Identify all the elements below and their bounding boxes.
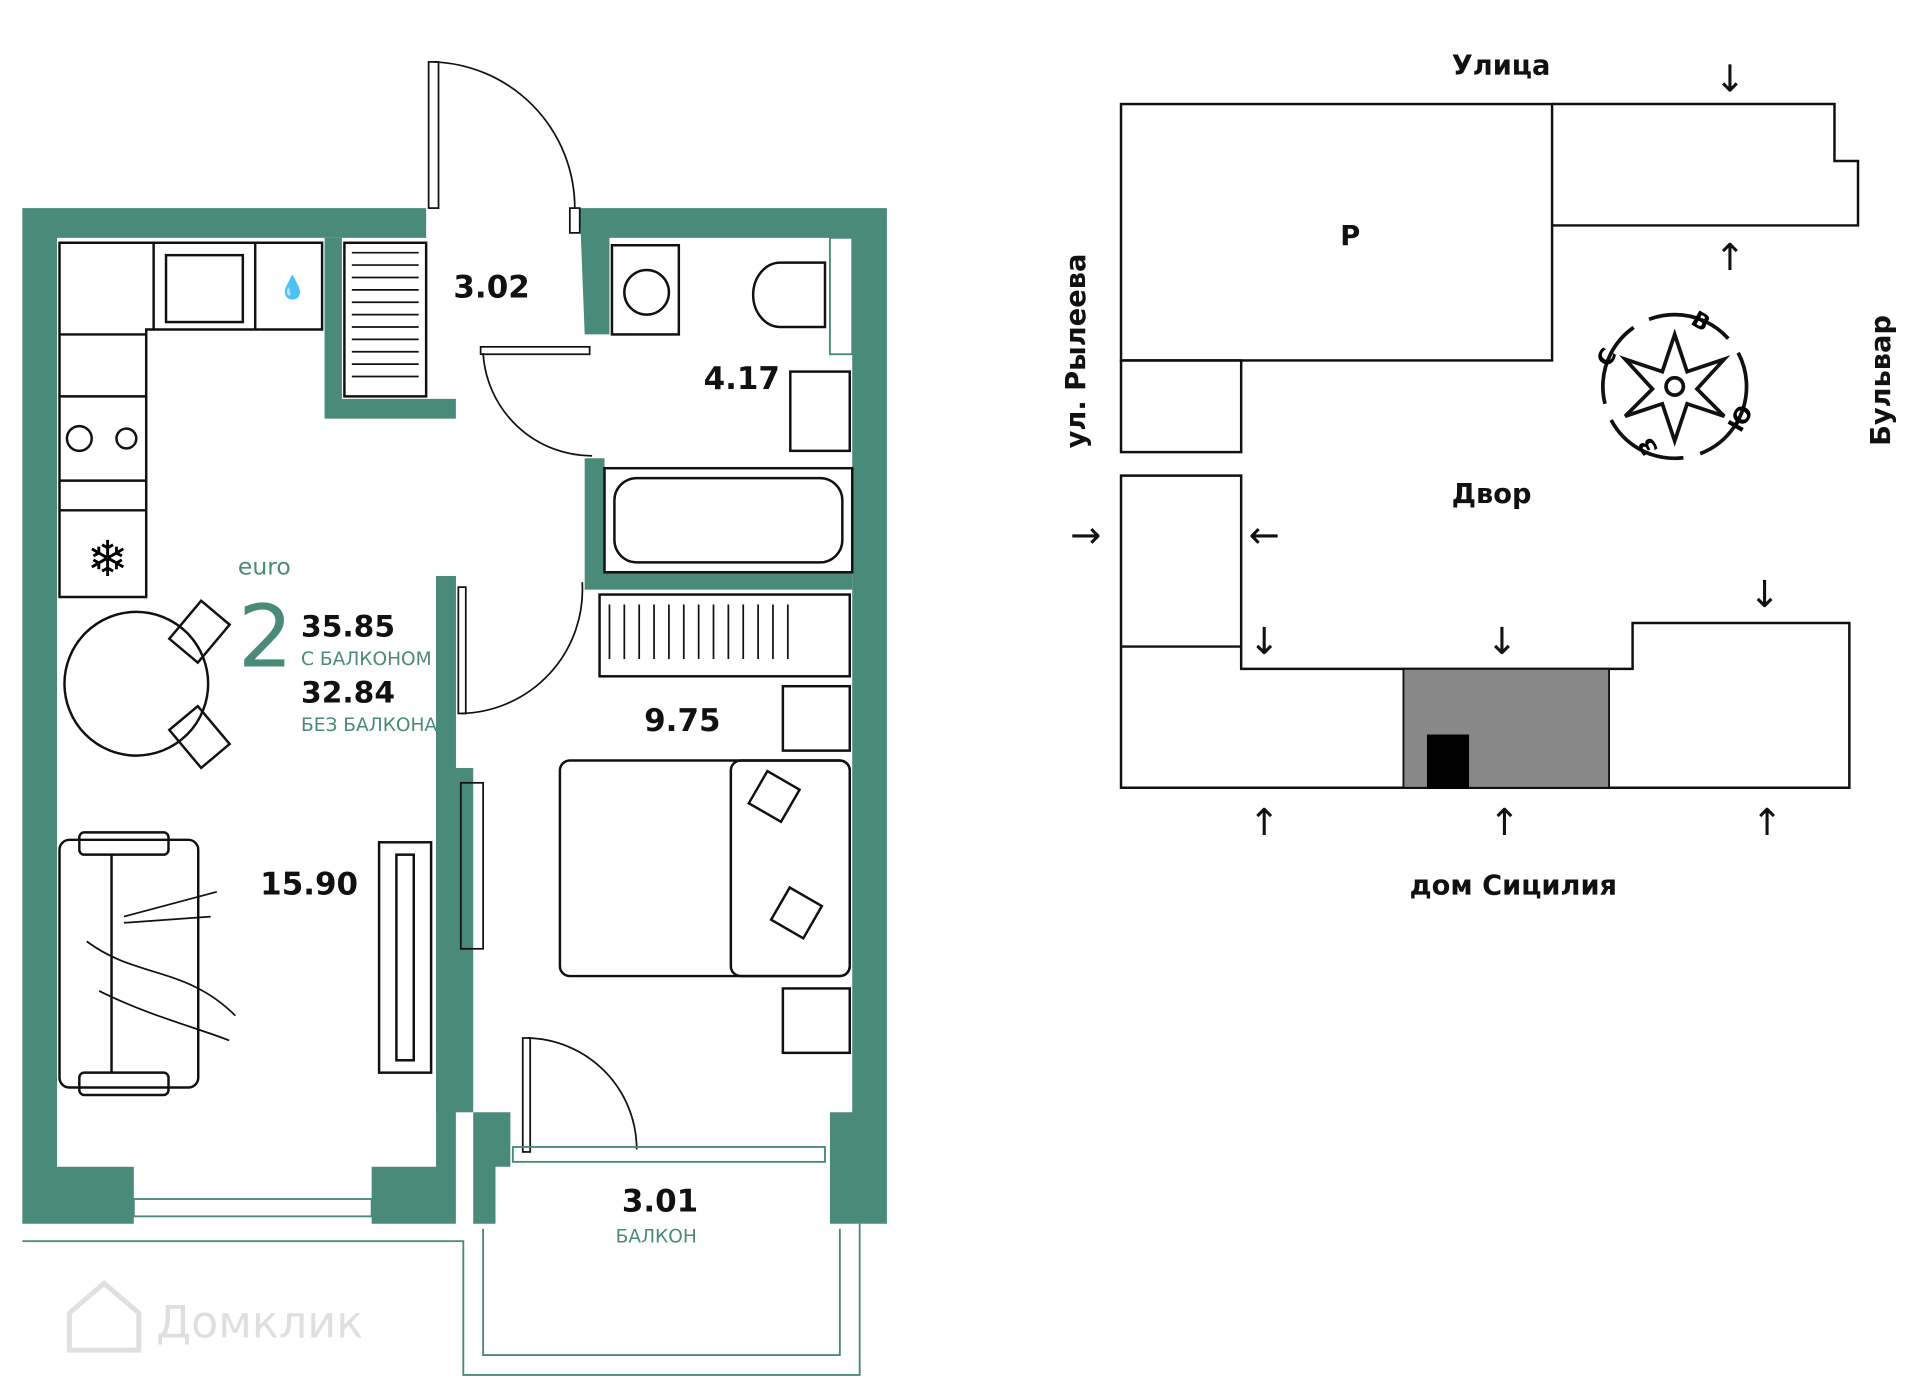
room-area-balcony: 3.01 (622, 1183, 698, 1219)
partition-wall (436, 767, 474, 1113)
apartment-type-prefix: euro (238, 553, 291, 581)
bathroom-sink (789, 370, 851, 453)
compass-north: С (1592, 344, 1623, 371)
site-plan: Р Улица Двор дом Сицилия ул. Рылеева Бул… (1061, 50, 1897, 901)
room-area-hall: 3.02 (453, 269, 529, 305)
arrow-down-icon: ↓ (1486, 620, 1517, 663)
sofa (58, 831, 237, 1097)
window-bedroom (511, 1146, 826, 1163)
area-with-balcony: 35.85 (301, 610, 395, 645)
balcony-label: БАЛКОН (616, 1226, 697, 1247)
arrow-up-icon: ↑ (1489, 801, 1520, 844)
without-balcony-label: БЕЗ БАЛКОНА (301, 715, 437, 736)
bedroom-shelf (459, 781, 484, 950)
arrow-down-icon: ↓ (1749, 573, 1780, 616)
nightstand (781, 684, 851, 752)
with-balcony-label: С БАЛКОНОМ (301, 649, 432, 670)
svg-text:💧: 💧 (279, 274, 307, 301)
sink-icon (164, 253, 245, 324)
entry-door (427, 61, 581, 234)
svg-text:Домклик: Домклик (156, 1297, 363, 1349)
compass-rose-icon: С В Ю З (1592, 306, 1759, 461)
window-bath (829, 236, 854, 356)
arrow-right-icon: → (1070, 513, 1101, 556)
arrow-up-icon: ↑ (1751, 801, 1782, 844)
room-area-bedroom: 9.75 (644, 703, 720, 739)
apartment-plan: ❄ 💧 (22, 61, 887, 1376)
nightstand (781, 987, 851, 1055)
balcony-outline (22, 1223, 861, 1376)
street-top-label: Улица (1452, 50, 1551, 81)
house-sicily-highlight (1402, 667, 1610, 789)
compass-east: В (1687, 306, 1715, 337)
watermark-logo: Домклик (66, 1279, 363, 1353)
parking-label: Р (1340, 221, 1360, 252)
compass-south: Ю (1723, 401, 1759, 437)
rooms-count: 2 (238, 587, 293, 687)
arrow-down-icon: ↓ (1249, 620, 1280, 663)
toilet (751, 261, 827, 329)
balcony-inner (482, 1228, 841, 1357)
bedroom-door (457, 582, 584, 715)
entrance-marker-icon (1426, 734, 1470, 790)
building-top-right (1552, 102, 1860, 227)
partition-wall-upper (436, 575, 456, 775)
wardrobe-wall (324, 237, 456, 419)
room-area-living: 15.90 (260, 866, 358, 902)
kitchen-unit: ❄ 💧 (58, 241, 324, 599)
arrow-up-icon: ↑ (1249, 801, 1280, 844)
arrow-icons: ↓ ↑ → ← ↓ ↓ ↓ ↑ ↑ ↑ (1070, 58, 1782, 844)
building-block (1119, 474, 1851, 790)
stove-burner-icon (65, 424, 93, 453)
house-name-label: дом Сицилия (1410, 870, 1617, 901)
arrow-left-icon: ← (1249, 513, 1280, 556)
building-small (1119, 359, 1243, 454)
tv-stand (377, 841, 433, 1074)
double-bed (558, 759, 851, 978)
street-left-label: ул. Рылеева (1061, 254, 1092, 449)
bathtub (603, 466, 854, 574)
window-living (132, 1198, 373, 1218)
wardrobe (343, 241, 428, 398)
bathroom-door (479, 345, 593, 457)
bath-wall (584, 458, 853, 590)
washing-machine (610, 244, 681, 336)
dining-table (63, 599, 232, 770)
bedroom-wardrobe (598, 593, 851, 678)
area-without-balcony: 32.84 (301, 675, 395, 710)
balcony-door (521, 1037, 638, 1153)
street-right-label: Бульвар (1866, 315, 1897, 446)
fridge-snowflake-icon: ❄ (87, 530, 129, 588)
arrow-down-icon: ↓ (1714, 58, 1745, 101)
arrow-up-icon: ↑ (1714, 236, 1745, 279)
courtyard-label: Двор (1452, 479, 1532, 510)
parking-building (1119, 102, 1554, 362)
room-area-bathroom: 4.17 (704, 361, 780, 397)
